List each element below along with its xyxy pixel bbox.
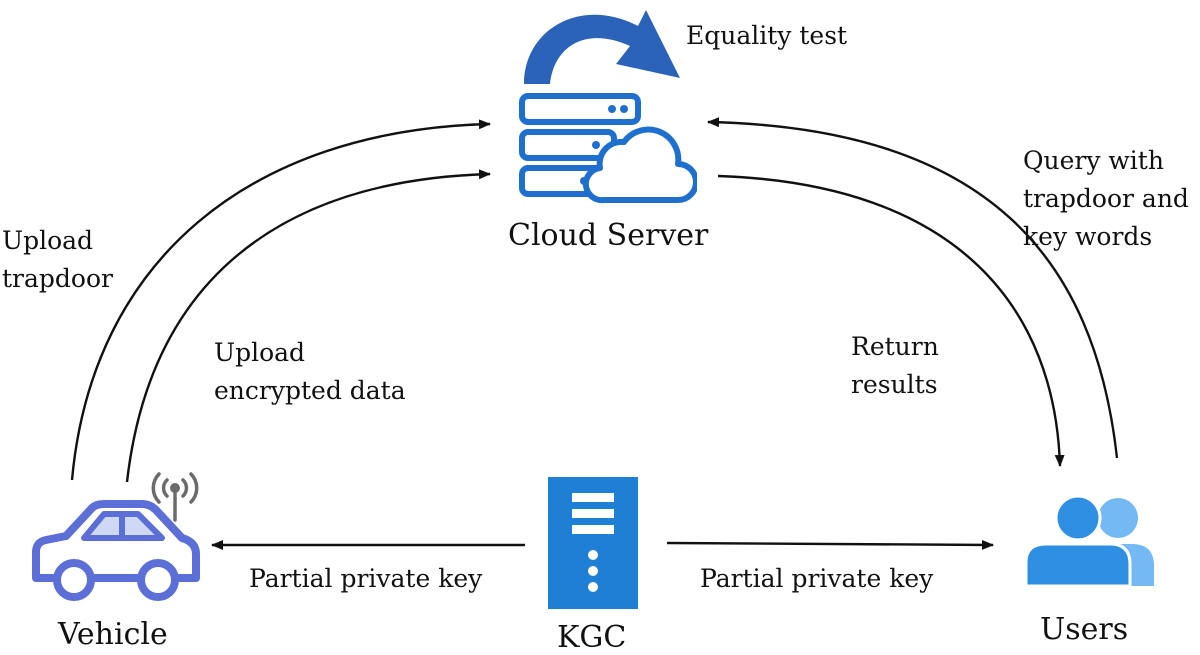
server-cloud-icon [519,93,697,204]
edge-label-line: encrypted data [214,376,406,405]
edge-label-equality-test: Equality test [686,21,848,50]
node-label-cloud-server: Cloud Server [508,218,709,253]
edge-label-line: key words [1023,222,1153,251]
arrow-upload-trapdoor [70,119,491,481]
node-label-vehicle: Vehicle [58,617,168,652]
users-group-icon [1024,494,1154,588]
arrow-upload-encrypted-data [125,169,491,483]
edge-label-line: Upload [214,338,306,367]
edge-label-upload-trapdoor: Upload trapdoor [2,222,113,298]
edge-label-partial-key-vehicle: Partial private key [249,564,483,593]
edge-label-partial-key-users: Partial private key [700,564,934,593]
node-label-users: Users [1040,612,1129,647]
car-icon [32,500,200,601]
arrow-return-results [717,174,1065,467]
curved-loop-arrow-icon [524,10,680,84]
edge-label-line: Return [851,332,939,361]
node-label-kgc: KGC [557,620,627,655]
edge-label-upload-encrypted-data: Upload encrypted data [214,334,406,410]
edge-label-line: Query with [1023,146,1164,175]
edge-label-query: Query with trapdoor and key words [1023,142,1189,256]
arrow-query [707,117,1119,459]
edge-label-line: trapdoor and [1023,184,1189,213]
edge-label-line: Upload [2,226,94,255]
tower-server-icon [548,477,638,609]
antenna-signal-icon [151,472,199,522]
arrow-partial-key-users [666,539,994,550]
edge-label-line: results [851,370,938,399]
edge-label-return-results: Return results [851,328,939,404]
edge-label-line: trapdoor [2,264,113,293]
